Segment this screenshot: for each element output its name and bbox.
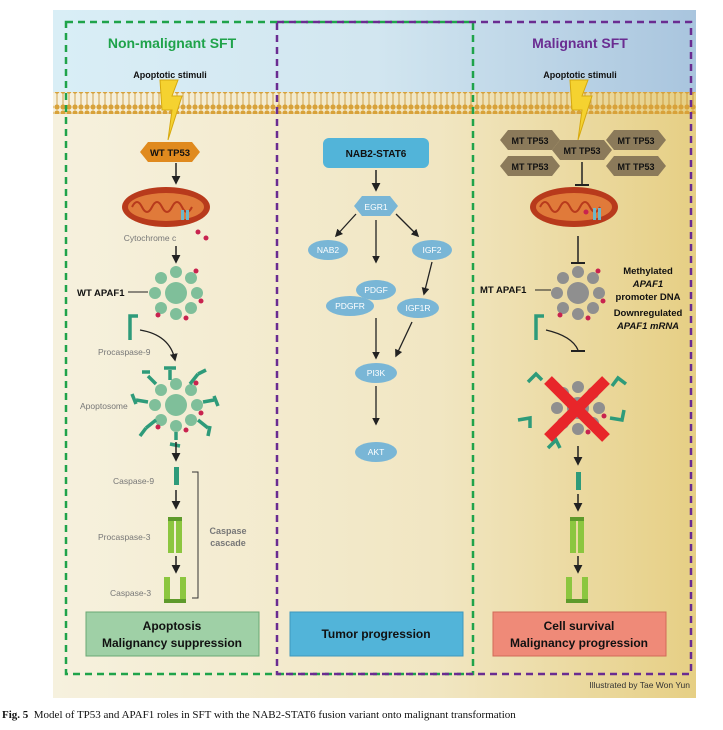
procaspase3-icon (168, 517, 182, 553)
apoptosome-icon (130, 366, 220, 448)
procaspase9-label: Procaspase-9 (98, 347, 151, 357)
nab2-node (308, 240, 348, 260)
apoptosis-box (85, 611, 260, 657)
cell-survival-box (492, 611, 667, 657)
caspase9-icon (174, 467, 179, 485)
akt-label: AKT (368, 447, 385, 457)
nab2-label: NAB2 (317, 245, 339, 255)
igf1r-label: IGF1R (405, 303, 430, 313)
left-stimuli-label: Apoptotic stimuli (133, 70, 207, 80)
malignant-border (275, 20, 693, 676)
left-title: Non-malignant SFT (108, 35, 237, 51)
tumor-progression-box (289, 611, 464, 657)
egr1-shape (354, 196, 398, 216)
caption-label: Fig. 5 (2, 709, 29, 721)
mt-tp53-label-3: MT TP53 (617, 136, 654, 146)
survival-line2: Malignancy progression (510, 636, 648, 650)
right-mitochondrion-icon (530, 187, 618, 227)
wt-apaf1-icon (149, 266, 203, 320)
downregulated-line1: Downregulated (614, 308, 683, 319)
methylated-line1: Methylated (623, 266, 673, 277)
nab2-stat6-label: NAB2-STAT6 (346, 149, 407, 160)
pdgfr-label: PDGFR (335, 301, 365, 311)
downregulated-line2: APAF1 mRNA (616, 321, 679, 332)
igf2-label: IGF2 (423, 245, 442, 255)
pi3k-node (355, 363, 397, 383)
caspase3-icon (164, 577, 186, 603)
pi3k-label: PI3K (367, 368, 386, 378)
mt-tp53-label-2: MT TP53 (563, 146, 600, 156)
tumor-progression-label: Tumor progression (321, 627, 430, 641)
nab2-stat6-box (323, 138, 429, 168)
mt-apaf1-icon (551, 266, 605, 320)
cascade-label-1: Caspase (209, 526, 246, 536)
right-stimuli-label: Apoptotic stimuli (543, 70, 617, 80)
mt-tp53-label-5: MT TP53 (617, 162, 654, 172)
methylated-line3: promoter DNA (616, 292, 681, 303)
mt-tp53-label-1: MT TP53 (511, 136, 548, 146)
igf2-node (412, 240, 452, 260)
apoptosis-line2: Malignancy suppression (102, 636, 242, 650)
egr1-label: EGR1 (364, 202, 387, 212)
right-title: Malignant SFT (532, 35, 628, 51)
pdgfr-node (326, 296, 374, 316)
mt-tp53-cluster (500, 130, 666, 176)
cytochrome-label: Cytochrome c (124, 233, 177, 243)
caption-text: Model of TP53 and APAF1 roles in SFT wit… (33, 709, 516, 721)
left-lightning-icon (159, 79, 183, 141)
right-caspase3-icon (566, 577, 588, 603)
non-malignant-border (64, 20, 475, 676)
right-procaspase3-icon (570, 517, 584, 553)
mt-apaf1-label: MT APAF1 (480, 285, 527, 296)
cascade-bracket (192, 471, 199, 599)
wt-tp53-shape (140, 142, 200, 162)
apoptosis-line1: Apoptosis (143, 619, 202, 633)
left-mitochondrion-icon (122, 187, 210, 227)
pdgf-label: PDGF (364, 285, 388, 295)
survival-line1: Cell survival (544, 619, 615, 633)
akt-node (355, 442, 397, 462)
procaspase9-icon (128, 314, 138, 340)
right-procaspase9-icon (534, 314, 544, 340)
red-x-icon (544, 376, 610, 442)
right-caspase9-icon (576, 472, 581, 490)
pdgf-node (356, 280, 396, 300)
cell-membrane (53, 92, 696, 114)
right-lightning-icon (569, 79, 593, 141)
cascade-label-2: cascade (210, 538, 246, 548)
figure-caption: Fig. 5 Model of TP53 and APAF1 roles in … (2, 709, 717, 721)
illustrator-credit: Illustrated by Tae Won Yun (589, 680, 690, 690)
procaspase3-label: Procaspase-3 (98, 532, 151, 542)
caspase3-label: Caspase-3 (110, 588, 151, 598)
igf1r-node (397, 298, 439, 318)
mt-tp53-label-4: MT TP53 (511, 162, 548, 172)
apoptosome-label: Apoptosome (80, 401, 128, 411)
wt-tp53-label: WT TP53 (150, 148, 190, 159)
wt-apaf1-label: WT APAF1 (77, 288, 125, 299)
methylated-line2: APAF1 (632, 279, 663, 290)
caspase9-label: Caspase-9 (113, 476, 154, 486)
